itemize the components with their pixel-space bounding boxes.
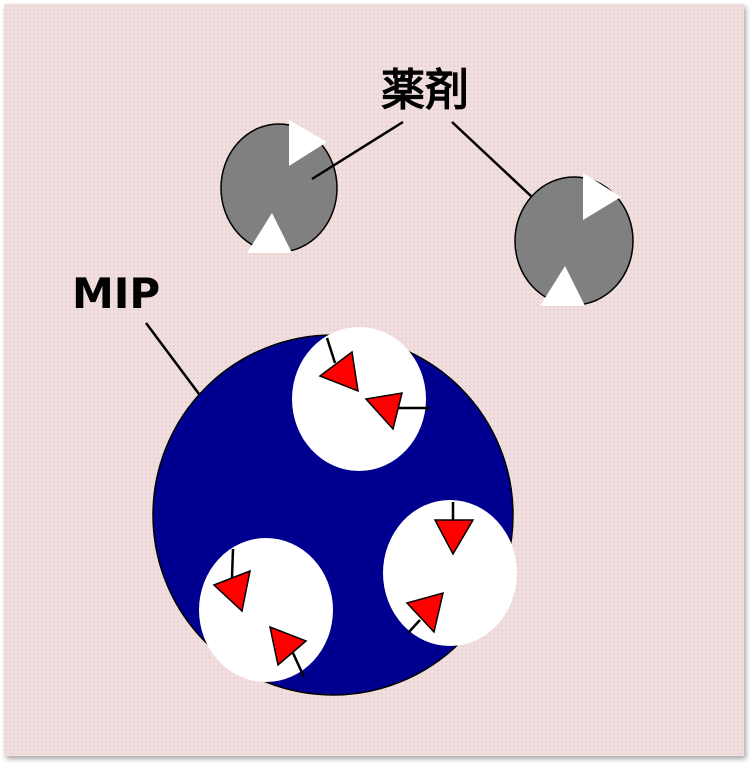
binding-cavity-3 <box>199 538 333 682</box>
binding-cavity-1 <box>292 327 430 471</box>
drug-molecule-1 <box>220 120 338 253</box>
drug-leader-line-1 <box>311 120 404 181</box>
drug-label: 薬剤 <box>381 65 469 116</box>
binding-cavity-2 <box>383 500 517 646</box>
drug-leader-line-2 <box>451 121 533 198</box>
mip-label: MIP <box>72 269 160 318</box>
mip-leader-line <box>144 322 201 395</box>
drug-molecule-2 <box>514 173 634 306</box>
